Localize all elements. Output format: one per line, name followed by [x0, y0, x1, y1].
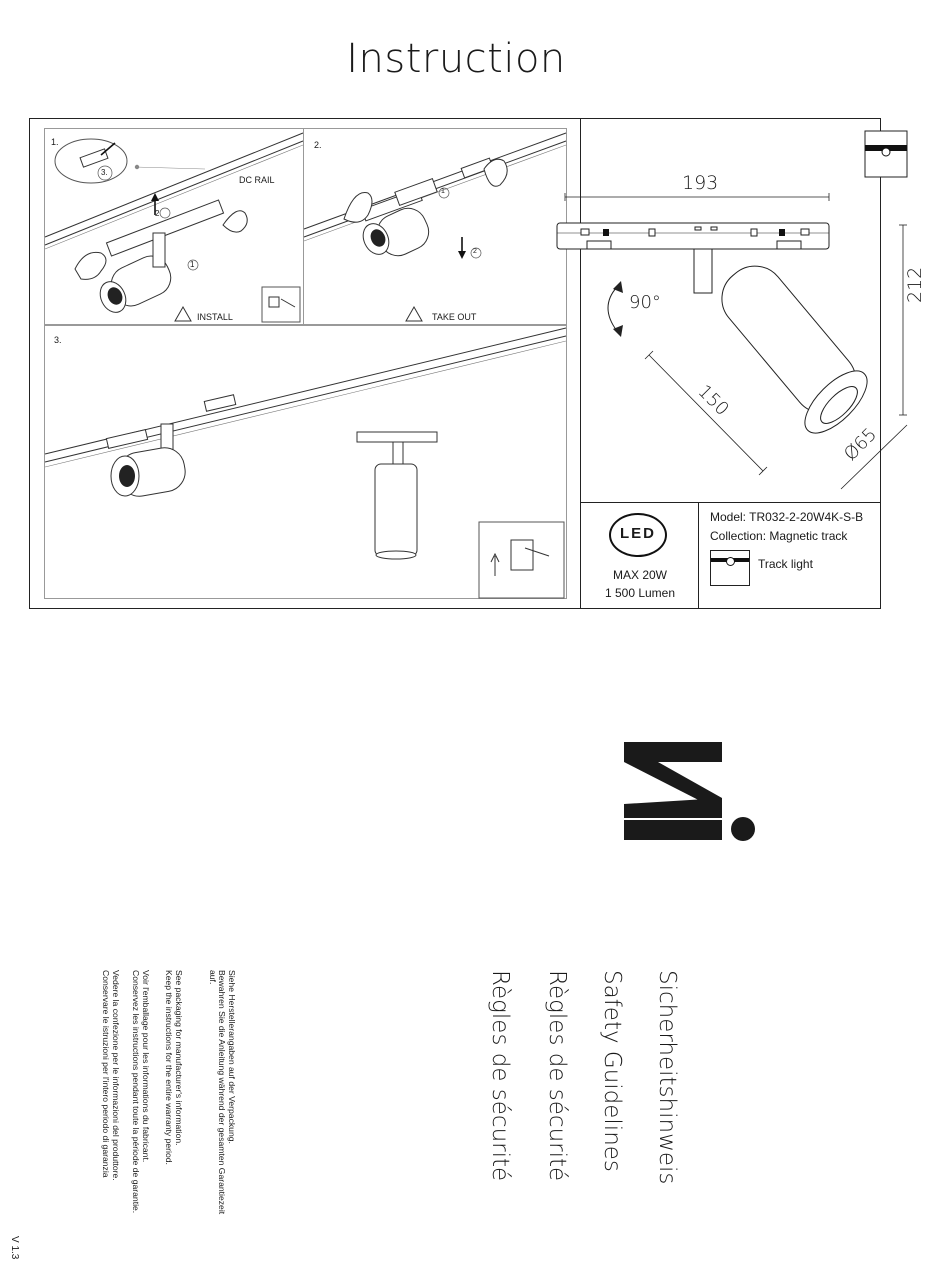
safety-note-fr: Voir l'emballage pour les informations d…: [131, 970, 151, 1214]
safety-heading-en: Safety Guidelines: [599, 970, 625, 1172]
safety-heading-it: Règles de sécurité: [487, 970, 513, 1182]
step-1-marker-2: 2: [155, 209, 160, 218]
lumen-label: 1 500 Lumen: [604, 586, 676, 600]
power-label: MAX 20W: [612, 568, 667, 582]
brand-logo: [624, 742, 755, 841]
spec-divider: [698, 502, 699, 609]
step-1-panel: 1. 2 1 3. DC RAIL INSTALL: [44, 128, 304, 325]
track-light-icon: [710, 550, 750, 586]
step-3-panel: 3.: [44, 325, 567, 599]
led-badge: LED: [609, 513, 667, 557]
safety-heading-fr: Règles de sécurité: [544, 970, 570, 1182]
safety-note-it: Vedere la confezione per le informazioni…: [101, 970, 121, 1181]
safety-note-fr-line1: Voir l'emballage pour les informations d…: [141, 970, 151, 1163]
install-label: INSTALL: [197, 312, 233, 322]
dim-height: 212: [904, 266, 926, 303]
safety-note-de: Siehe Herstellerangaben auf der Verpacku…: [207, 970, 237, 1215]
dim-length: 193: [682, 172, 719, 194]
safety-note-en-line1: See packaging for manufacturer's informa…: [174, 970, 184, 1146]
step-1-marker-1: 1: [190, 260, 195, 269]
safety-note-de-line1: Siehe Herstellerangaben auf der Verpacku…: [227, 970, 237, 1144]
safety-note-it-line1: Vedere la confezione per le informazioni…: [111, 970, 121, 1181]
step-1-marker-3: 3.: [101, 168, 108, 177]
dim-rotation: 90°: [629, 292, 661, 313]
instruction-frame: [29, 118, 881, 609]
collection-label: Collection: Magnetic track: [710, 529, 848, 543]
model-label: Model: TR032-2-20W4K-S-B: [710, 510, 864, 524]
safety-heading-de: Sicherheitshinweis: [654, 970, 680, 1185]
safety-note-de-line3: auf.: [207, 970, 218, 985]
step-3-number: 3.: [54, 335, 62, 345]
step-2-panel: 2. 1 2 TAKE OUT: [303, 128, 567, 325]
safety-note-en-line2: Keep the instructions for the entire war…: [164, 970, 175, 1165]
step-2-number: 2.: [314, 140, 322, 150]
page-title: Instruction: [346, 36, 566, 82]
step-2-illustration: [303, 132, 567, 322]
safety-note-fr-line2: Conservez les instructions pendant toute…: [131, 970, 142, 1214]
safety-note-de-line2: Bewahren Sie die Anleitung während der g…: [217, 970, 228, 1215]
step-2-marker-2: 2: [473, 248, 477, 255]
step-1-number: 1.: [51, 137, 59, 147]
step-2-marker-1: 1: [441, 188, 445, 195]
frame-divider-horizontal: [580, 502, 881, 503]
take-out-label: TAKE OUT: [432, 312, 477, 322]
safety-note-en: See packaging for manufacturer's informa…: [164, 970, 184, 1165]
frame-divider-vertical: [580, 118, 581, 609]
track-light-label: Track light: [758, 557, 813, 571]
step-3-illustration: [44, 327, 567, 599]
safety-note-it-line2: Conservare le istruzioni per l'intero pe…: [101, 970, 112, 1178]
dc-rail-label: DC RAIL: [239, 175, 275, 185]
version-label: V 1.3: [9, 1236, 20, 1260]
dimension-drawing: [556, 130, 908, 490]
step-1-illustration: [44, 132, 304, 323]
